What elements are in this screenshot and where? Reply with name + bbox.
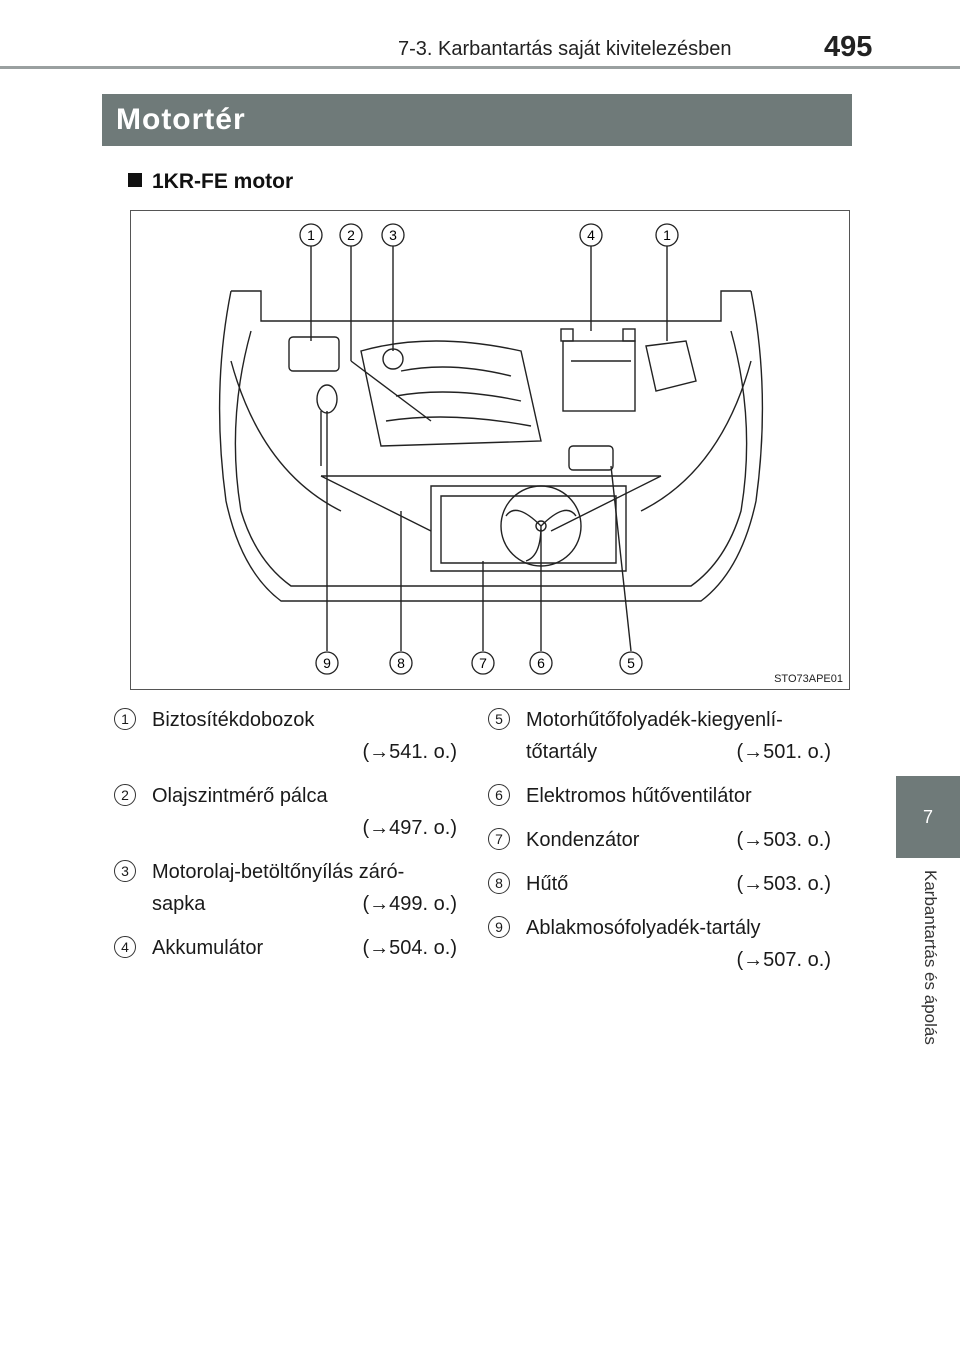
legend-page-reference: (→541. o.)	[362, 741, 457, 763]
legend-item: 9 Ablakmosófolyadék-tartály (→507. o.)	[488, 912, 831, 976]
callout-top-2: 2	[339, 223, 363, 247]
legend-item: 6 Elektromos hűtőventilátor	[488, 780, 828, 812]
legend-number-badge: 1	[114, 708, 136, 730]
legend-label: Motorolaj-betöltőnyílás záró-	[152, 861, 405, 883]
legend-right-column: 5 Motorhűtőfolyadék-kiegyenlí-tőtartály (→…	[488, 704, 831, 988]
legend-label: Akkumulátor	[152, 937, 264, 959]
svg-text:6: 6	[537, 655, 545, 671]
legend-number-badge: 7	[488, 828, 510, 850]
callout-bottom-6: 6	[529, 651, 553, 675]
running-header-title: 7-3. Karbantartás saját kivitelezésben	[398, 38, 732, 60]
svg-text:5: 5	[627, 655, 635, 671]
legend-page-reference: (→499. o.)	[362, 893, 457, 915]
engine-bay-illustration: 1 2 3 4 1 9 8 7 6 5	[218, 223, 764, 675]
legend-item: 3 Motorolaj-betöltőnyílás záró-sapka (→499…	[114, 856, 457, 920]
body-outline	[218, 290, 764, 602]
radiator	[430, 485, 627, 572]
chapter-tab: 7	[896, 776, 960, 858]
svg-text:7: 7	[479, 655, 487, 671]
page-number: 495	[824, 31, 873, 63]
engine-block	[360, 340, 542, 447]
svg-text:8: 8	[397, 655, 405, 671]
washer-tank	[316, 384, 338, 414]
legend-number-badge: 3	[114, 860, 136, 882]
svg-text:1: 1	[307, 227, 315, 243]
legend-number-badge: 8	[488, 872, 510, 894]
engine-bay-figure: 1 2 3 4 1 9 8 7 6 5 STO73APE01	[130, 210, 850, 690]
callout-bottom-8: 8	[389, 651, 413, 675]
legend-label: sapka	[152, 893, 206, 915]
chapter-tab-label: Karbantartás és ápolás	[921, 870, 940, 1045]
legend-page-reference: (→497. o.)	[362, 817, 457, 839]
legend-item: 2 Olajszintmérő pálca (→497. o.)	[114, 780, 457, 844]
svg-text:9: 9	[323, 655, 331, 671]
legend-page-reference: (→504. o.)	[362, 937, 457, 959]
oil-cap	[382, 348, 404, 370]
legend-item: 5 Motorhűtőfolyadék-kiegyenlí-tőtartály (→…	[488, 704, 831, 768]
legend-label: tőtartály	[526, 741, 598, 763]
square-bullet-icon	[128, 173, 142, 187]
svg-text:4: 4	[587, 227, 595, 243]
legend-label: Olajszintmérő pálca	[152, 785, 328, 807]
legend-item: 4 Akkumulátor (→504. o.)	[114, 932, 457, 964]
legend-label: Biztosítékdobozok	[152, 709, 315, 731]
legend-label: Motorhűtőfolyadék-kiegyenlí-	[526, 709, 783, 731]
callout-bottom-7: 7	[471, 651, 495, 675]
coolant-reservoir	[568, 445, 614, 471]
hood-edge	[231, 290, 751, 322]
callout-top-3: 3	[381, 223, 405, 247]
legend-page-reference: (→507. o.)	[736, 949, 831, 971]
legend-item: 7 Kondenzátor (→503. o.)	[488, 824, 831, 856]
legend-label: Kondenzátor	[526, 829, 640, 851]
legend-item: 1 Biztosítékdobozok (→541. o.)	[114, 704, 457, 768]
legend-page-reference: (→503. o.)	[736, 829, 831, 851]
legend-left-column: 1 Biztosítékdobozok (→541. o.) 2 Olajszintmé…	[114, 704, 457, 976]
battery	[562, 340, 636, 412]
svg-text:2: 2	[347, 227, 355, 243]
legend-label: Hűtő	[526, 873, 569, 895]
header-divider	[0, 66, 960, 69]
subheading: 1KR-FE motor	[128, 170, 293, 194]
legend-label: Ablakmosófolyadék-tartály	[526, 917, 761, 939]
fuse-box-left	[288, 336, 340, 372]
callout-top-5: 1	[655, 223, 679, 247]
legend-number-badge: 6	[488, 784, 510, 806]
figure-code: STO73APE01	[774, 673, 843, 685]
legend-item: 8 Hűtő (→503. o.)	[488, 868, 831, 900]
section-title: Motortér	[102, 94, 852, 146]
callout-bottom-9: 9	[315, 651, 339, 675]
svg-text:1: 1	[663, 227, 671, 243]
legend-page-reference: (→503. o.)	[736, 873, 831, 895]
legend-page-reference: (→501. o.)	[736, 741, 831, 763]
callout-top-1: 1	[299, 223, 323, 247]
callout-top-4: 4	[579, 223, 603, 247]
legend-number-badge: 2	[114, 784, 136, 806]
legend-number-badge: 9	[488, 916, 510, 938]
fuse-box-right	[645, 340, 697, 392]
subheading-text: 1KR-FE motor	[152, 170, 294, 193]
legend-number-badge: 4	[114, 936, 136, 958]
svg-text:3: 3	[389, 227, 397, 243]
legend-number-badge: 5	[488, 708, 510, 730]
legend-label: Elektromos hűtőventilátor	[526, 785, 752, 807]
callout-bottom-5: 5	[619, 651, 643, 675]
